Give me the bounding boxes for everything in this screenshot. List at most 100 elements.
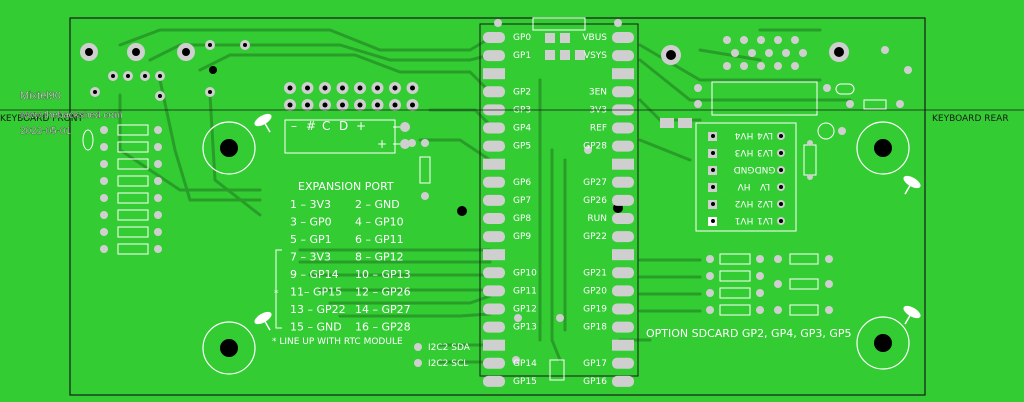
ls-left-hole (711, 134, 715, 138)
pico-right-pad (612, 176, 634, 188)
expansion-pin-right: 16 – GP28 (355, 321, 411, 334)
pico-right-pad (612, 122, 634, 134)
header-pad-hole (392, 85, 398, 91)
ls-left-hole (711, 151, 715, 155)
pico-left-pad (483, 213, 505, 224)
copper-traces (118, 28, 852, 364)
pico-left-label: GP9 (513, 232, 531, 242)
pico-left-pad (483, 140, 505, 152)
hdr-minus: – (291, 119, 297, 133)
pico-left-label: GP2 (513, 87, 531, 97)
pushpin-icons (254, 113, 921, 331)
pico-left-pad (483, 50, 505, 62)
expansion-pin-left: 7 – 3V3 (290, 251, 331, 264)
pico-left-label: GP8 (513, 214, 531, 224)
expansion-pin-left: 9 – GP14 (290, 268, 339, 281)
header-pad-hole (357, 85, 363, 91)
header-pad-hole (410, 102, 415, 108)
header-pad-hole (357, 102, 363, 108)
sdcard-note: OPTION SDCARD GP2, GP4, GP3, GP5 (646, 327, 852, 340)
pico-left-pad (483, 231, 505, 243)
pico-left-label: GP5 (513, 142, 531, 152)
pico-left-pad (483, 68, 505, 80)
header-pad-hole (305, 102, 310, 108)
pico-right-label: GP16 (583, 377, 607, 387)
pico-left-pad (483, 194, 505, 206)
pico-right-pad (612, 267, 634, 279)
pico-left-label: GP6 (513, 178, 531, 188)
expansion-pin-left: 3 – GP0 (290, 216, 332, 229)
pico-right-label: GP26 (583, 196, 607, 206)
pico-right-pad (612, 339, 634, 351)
expansion-pin-left: 15 – GND (290, 321, 342, 334)
i2c-labels: I2C2 SDA I2C2 SCL (414, 343, 471, 369)
pico-left-pad (483, 86, 505, 98)
right-resistor-array (719, 253, 819, 316)
pico-left-pad (483, 303, 505, 315)
author-header: Mixtel90 www.thebackshed.com 2022-05-01 (19, 90, 123, 137)
keyboard-front-label: KEYBOARD FRONT (0, 114, 83, 124)
hdr-d: D (339, 119, 348, 133)
ls-left-label: HV (737, 181, 751, 191)
hdr-c: C (322, 119, 330, 133)
ls-left-label: GND (734, 164, 755, 174)
pico-left-pad (483, 122, 505, 134)
pico-right-pad (612, 375, 634, 387)
header-pad-hole (322, 102, 328, 108)
expansion-pin-right: 14 – GP27 (355, 303, 411, 316)
pico-right-label: GP19 (583, 305, 607, 315)
pico-left-pad (483, 249, 505, 261)
pico-left-pad (483, 321, 505, 333)
pico-right-pad (612, 249, 634, 261)
rtc-module-outline: – # C D + + (284, 119, 467, 216)
pico-left-label: GP11 (513, 286, 537, 296)
ls-right-label: GND (755, 164, 776, 174)
hdr-hash: # (306, 119, 316, 133)
pico-left-label: GP1 (513, 51, 531, 61)
pico-right-label: GP21 (583, 268, 607, 278)
pico-left-pad (483, 32, 505, 43)
expansion-note: * LINE UP WITH RTC MODULE (272, 337, 403, 347)
pico-right-pad (612, 32, 634, 43)
keyboard-front-connector (80, 40, 250, 101)
pico-right-pad (612, 285, 634, 297)
keyboard-rear-connector (660, 36, 912, 180)
expansion-pin-right: 8 – GP12 (355, 251, 404, 264)
ls-left-hole (711, 185, 715, 189)
pico-right-label: RUN (587, 214, 607, 224)
pico-left-pad (483, 285, 505, 297)
expansion-star: * (274, 289, 279, 299)
pico-right-label: GP28 (583, 142, 607, 152)
pico-right-label: GP20 (583, 286, 607, 296)
header-pad-hole (340, 102, 345, 108)
pico-left-label: GP13 (513, 323, 537, 333)
header-pad-hole (340, 85, 345, 91)
expansion-pin-right: 4 – GP10 (355, 216, 404, 229)
author-name: Mixtel90 (20, 90, 61, 102)
pico-left-label: GP12 (513, 305, 537, 315)
keyboard-rear-label: KEYBOARD REAR (932, 114, 1009, 124)
ls-right-label: LV1 (757, 215, 773, 225)
ls-left-hole (711, 219, 715, 223)
ls-left-label: HV1 (735, 215, 754, 225)
ls-right-label: LV3 (757, 147, 773, 157)
pico-right-label: GP18 (583, 323, 607, 333)
expansion-pin-right: 10 – GP13 (355, 268, 411, 281)
pico-left-pad (483, 267, 505, 279)
pico-right-pad (612, 158, 634, 170)
ls-right-label: LV (759, 181, 770, 191)
mounting-holes (202, 121, 910, 375)
hdr-plus: + (356, 119, 366, 133)
ls-right-hole (779, 219, 783, 223)
header-pad-hole (392, 102, 398, 108)
header-pad-hole (305, 85, 310, 91)
pico-left-label: GP10 (513, 268, 537, 278)
expansion-header-pads (284, 82, 419, 111)
header-pad-hole (287, 85, 293, 91)
pico-right-pad (612, 303, 634, 315)
pico-right-pad (612, 140, 634, 152)
ls-right-label: LV2 (757, 198, 773, 208)
